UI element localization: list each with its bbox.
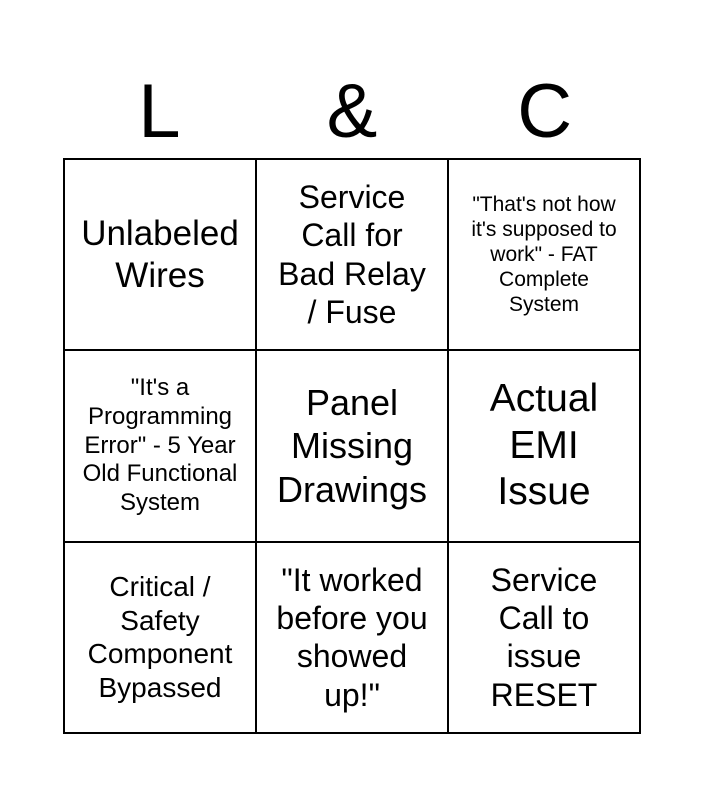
bingo-cell-service-call-reset[interactable]: Service Call to issue RESET: [449, 542, 639, 732]
header-letter-c: C: [517, 69, 573, 154]
bingo-cell-safety-component-bypassed[interactable]: Critical / Safety Component Bypassed: [65, 542, 255, 732]
bingo-cell-worked-before-you[interactable]: "It worked before you showed up!": [257, 542, 447, 732]
bingo-cell-unlabeled-wires[interactable]: Unlabeled Wires: [65, 160, 255, 350]
header-letter-l: L: [138, 69, 181, 154]
bingo-card-title: L & C: [63, 0, 641, 158]
bingo-cell-panel-missing-drawings[interactable]: Panel Missing Drawings: [257, 351, 447, 541]
bingo-grid: Unlabeled Wires Service Call for Bad Rel…: [63, 158, 641, 734]
bingo-cell-not-supposed-to-work[interactable]: "That's not how it's supposed to work" -…: [449, 160, 639, 350]
header-letter-ampersand: &: [326, 69, 378, 154]
bingo-cell-programming-error[interactable]: "It's a Programming Error" - 5 Year Old …: [65, 351, 255, 541]
bingo-cell-service-call-bad-relay[interactable]: Service Call for Bad Relay / Fuse: [257, 160, 447, 350]
bingo-cell-actual-emi-issue[interactable]: Actual EMI Issue: [449, 351, 639, 541]
